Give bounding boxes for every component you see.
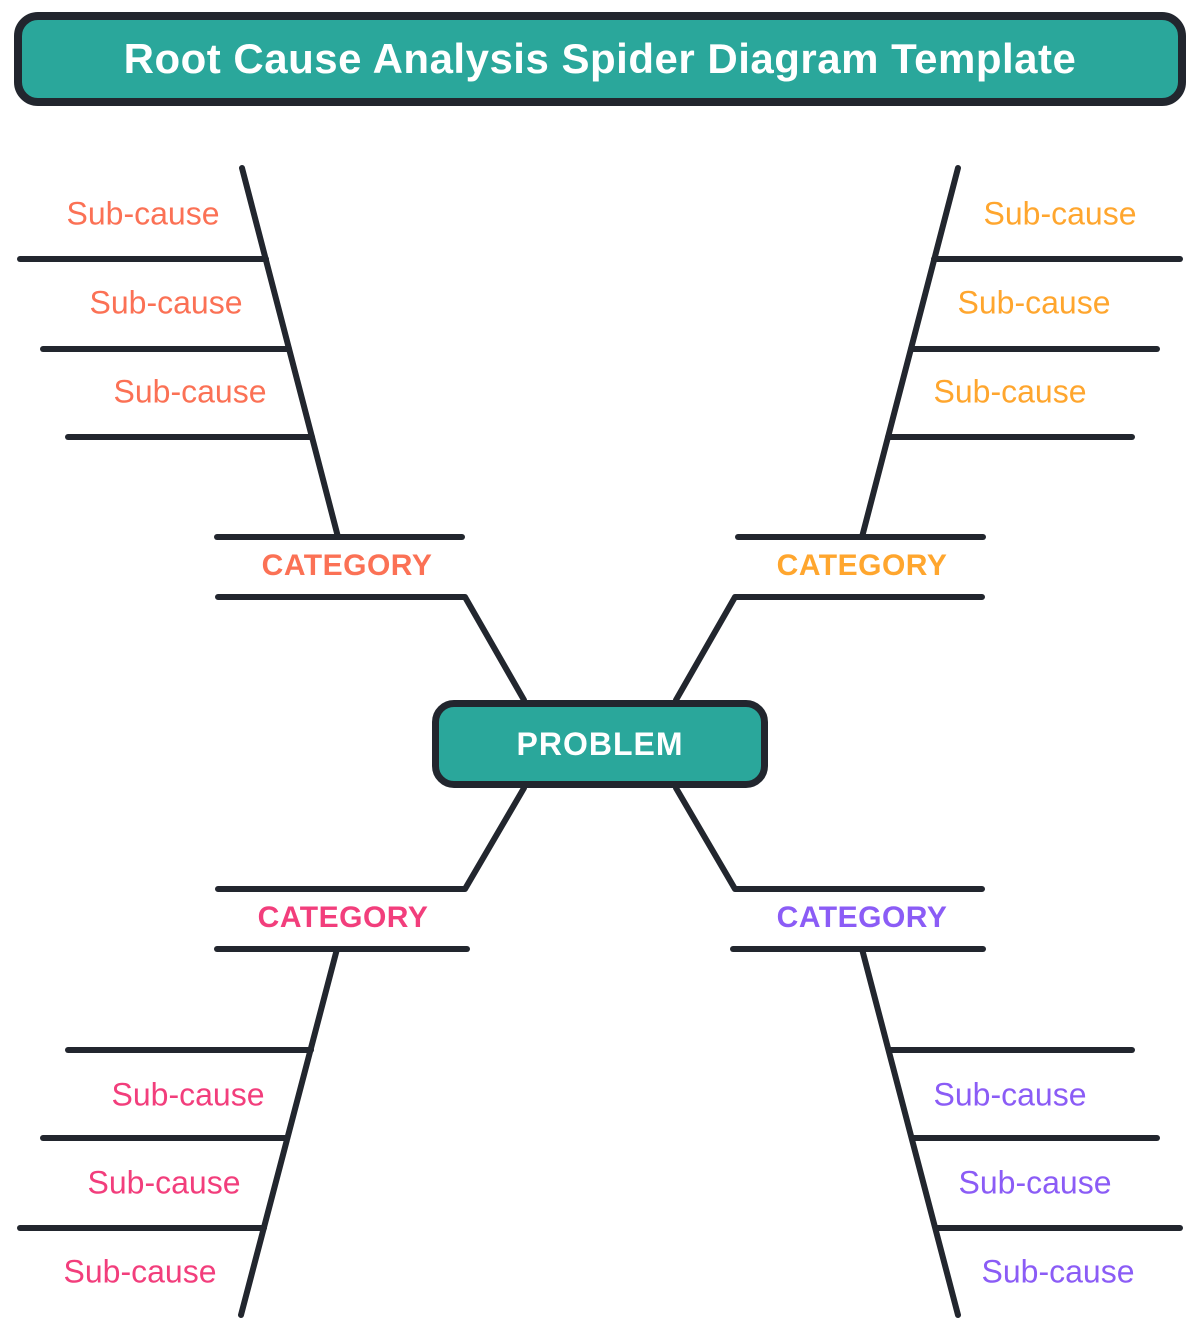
category-connector-top-right bbox=[673, 594, 985, 703]
diagram-title: Root Cause Analysis Spider Diagram Templ… bbox=[123, 35, 1077, 82]
problem-label: PROBLEM bbox=[516, 725, 684, 762]
sub-cause-label: Sub-cause bbox=[958, 1164, 1112, 1201]
category-label-top-left: CATEGORY bbox=[261, 549, 433, 582]
title-banner: Root Cause Analysis Spider Diagram Templ… bbox=[14, 12, 1186, 106]
sub-cause-label: Sub-cause bbox=[113, 373, 267, 410]
category-label-bottom-left: CATEGORY bbox=[257, 901, 429, 934]
spine-top-left bbox=[239, 165, 341, 540]
category-connector-bottom-right bbox=[673, 785, 985, 892]
spine-top-right bbox=[859, 165, 961, 540]
category-connector-top-left bbox=[215, 594, 527, 703]
sub-cause-label: Sub-cause bbox=[111, 1076, 265, 1113]
sub-cause-label: Sub-cause bbox=[981, 1253, 1135, 1290]
spine-bottom-right bbox=[859, 946, 961, 1318]
sub-cause-label: Sub-cause bbox=[89, 284, 243, 321]
sub-cause-label: Sub-cause bbox=[933, 1076, 1087, 1113]
sub-cause-label: Sub-cause bbox=[66, 195, 220, 232]
spine-bottom-left bbox=[238, 946, 340, 1318]
sub-cause-label: Sub-cause bbox=[957, 284, 1111, 321]
sub-cause-label: Sub-cause bbox=[87, 1164, 241, 1201]
problem-node: PROBLEM bbox=[432, 700, 768, 788]
sub-cause-label: Sub-cause bbox=[983, 195, 1137, 232]
category-connector-bottom-left bbox=[215, 785, 527, 892]
sub-cause-label: Sub-cause bbox=[933, 373, 1087, 410]
sub-cause-label: Sub-cause bbox=[63, 1253, 217, 1290]
category-label-top-right: CATEGORY bbox=[776, 549, 948, 582]
category-label-bottom-right: CATEGORY bbox=[776, 901, 948, 934]
